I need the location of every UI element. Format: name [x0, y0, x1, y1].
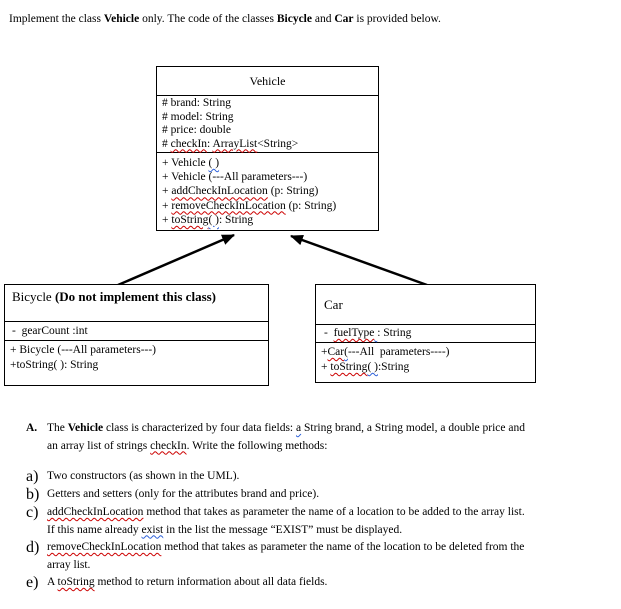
section-a-line-1: The Vehicle class is characterized by fo…	[47, 422, 525, 434]
task-item-b-label: b)	[26, 486, 40, 503]
car-method-tostring: + toString( ):String	[321, 361, 410, 373]
task-item-e-text: A toString method to return information …	[47, 574, 327, 592]
task-item-e-label: e)	[26, 574, 39, 591]
car-method-constructor: +Car(---All parameters----)	[321, 346, 450, 358]
task-item-b-text: Getters and setters (only for the attrib…	[47, 486, 319, 504]
intro-paragraph: Implement the class Vehicle only. The co…	[9, 13, 441, 25]
task-item-b: b) Getters and setters (only for the att…	[26, 486, 618, 504]
car-methods-compartment: +Car(---All parameters----) + toString( …	[316, 343, 535, 375]
vehicle-method-constructor-all: + Vehicle (---All parameters---)	[162, 171, 308, 184]
task-list: a) Two constructors (as shown in the UML…	[26, 468, 618, 592]
task-item-c: c) addCheckInLocation method that takes …	[26, 504, 618, 539]
bicycle-to-vehicle-arrow	[117, 233, 235, 287]
task-item-b-line-1: Getters and setters (only for the attrib…	[47, 488, 320, 500]
task-item-c-line-2: If this name already exist in the list t…	[47, 523, 403, 536]
vehicle-method-removecheckinlocation: + removeCheckInLocation (p: String)	[162, 199, 337, 212]
car-attribute-fueltype: - fuelType : String	[324, 327, 412, 339]
vehicle-methods-compartment: + Vehicle ( ) + Vehicle (---All paramete…	[157, 153, 378, 227]
task-item-e: e) A toString method to return informati…	[26, 574, 618, 592]
bicycle-methods-compartment: + Bicycle (---All parameters---) +toStri…	[5, 341, 268, 373]
section-a-paragraph: A. The Vehicle class is characterized by…	[26, 420, 618, 455]
section-a-line-2: an array list of strings checkIn. Write …	[47, 439, 328, 452]
task-item-d-text: removeCheckInLocation method that takes …	[47, 539, 524, 574]
vehicle-attribute-brand: # brand: String	[162, 97, 231, 109]
bicycle-class-title: Bicycle (Do not implement this class)	[5, 285, 268, 322]
bicycle-attributes-compartment: - gearCount :int	[5, 322, 268, 341]
task-item-a-text: Two constructors (as shown in the UML).	[47, 468, 239, 486]
task-item-d-line-1: removeCheckInLocation method that takes …	[47, 541, 525, 553]
task-item-a-label: a)	[26, 468, 39, 485]
vehicle-class-box: Vehicle # brand: String # model: String …	[156, 66, 379, 231]
task-item-d: d) removeCheckInLocation method that tak…	[26, 539, 618, 574]
section-a-text: The Vehicle class is characterized by fo…	[47, 420, 618, 455]
task-item-c-label: c)	[26, 504, 39, 521]
vehicle-attributes-compartment: # brand: String # model: String # price:…	[157, 96, 378, 153]
car-attributes-compartment: - fuelType : String	[316, 325, 535, 343]
task-item-c-text: addCheckInLocation method that takes as …	[47, 504, 525, 539]
vehicle-attribute-model: # model: String	[162, 110, 234, 123]
task-item-d-label: d)	[26, 539, 40, 556]
task-item-e-line-1: A toString method to return information …	[47, 576, 328, 588]
bicycle-class-box: Bicycle (Do not implement this class) - …	[4, 284, 269, 386]
bicycle-method-constructor: + Bicycle (---All parameters---)	[10, 344, 157, 356]
car-to-vehicle-arrow	[289, 234, 428, 287]
vehicle-attribute-checkin: # checkIn: ArrayList<String>	[162, 137, 299, 150]
task-item-c-line-1: addCheckInLocation method that takes as …	[47, 506, 525, 518]
bicycle-method-tostring: +toString( ): String	[10, 359, 99, 371]
task-item-a-line-1: Two constructors (as shown in the UML).	[47, 470, 240, 482]
section-a-label: A.	[26, 422, 38, 434]
task-item-a: a) Two constructors (as shown in the UML…	[26, 468, 618, 486]
car-class-box: Car - fuelType : String +Car(---All para…	[315, 284, 536, 383]
vehicle-method-constructor-default: + Vehicle ( )	[162, 157, 220, 169]
vehicle-method-addcheckinlocation: + addCheckInLocation (p: String)	[162, 185, 319, 198]
bicycle-attribute-gearcount: - gearCount :int	[12, 325, 88, 337]
car-class-title: Car	[316, 285, 535, 325]
vehicle-attribute-price: # price: double	[162, 124, 231, 136]
task-item-d-line-2: array list.	[47, 558, 91, 571]
vehicle-class-title: Vehicle	[157, 67, 378, 96]
vehicle-method-tostring: + toString( ): String	[162, 213, 254, 226]
